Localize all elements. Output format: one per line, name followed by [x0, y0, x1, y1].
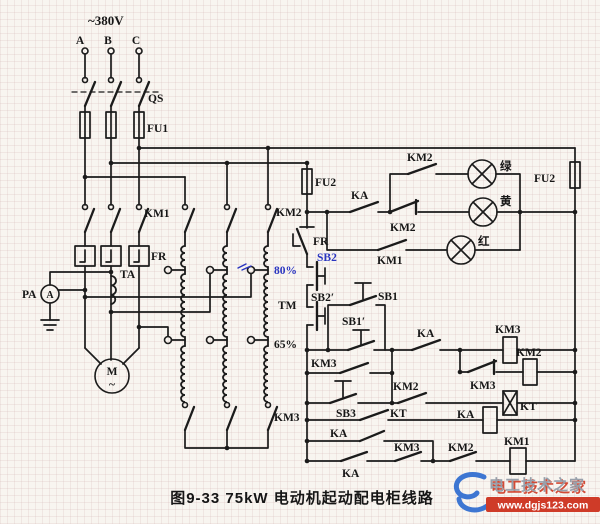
holding-row: KM3 [304, 349, 395, 404]
label-sb3: SB3 [336, 408, 356, 420]
label-tap-80: 80% [274, 265, 297, 277]
tap-65-percent: 65% [163, 335, 297, 351]
label-fr-main: FR [151, 251, 167, 263]
watermark-name: 电工技术之家 [489, 476, 585, 494]
green-lamp: 绿 [467, 159, 512, 189]
yellow-lamp: 黄 [468, 194, 512, 227]
kt-coil: KT [502, 390, 537, 416]
label-ka-start-row: KA [417, 328, 435, 340]
label-km1-coil: KM1 [504, 436, 530, 448]
label-km2-green: KM2 [407, 152, 433, 164]
label-phase-b: B [104, 35, 112, 47]
km3-coil [502, 336, 518, 364]
label-sb1-prime: SB1′ [342, 316, 365, 328]
label-km2-coil: KM2 [516, 347, 542, 359]
label-fu2-left: FU2 [315, 177, 336, 189]
label-km1-main: KM1 [144, 208, 170, 220]
km3-star-contacts: KM3 [181, 401, 300, 451]
label-km3-row7: KM3 [394, 442, 420, 454]
terminal-b [107, 47, 115, 55]
label-km3-coil: KM3 [495, 324, 521, 336]
label-motor-m: M [107, 366, 118, 378]
tap-80-percent: 80% [163, 263, 297, 277]
start-row: SB1′ SB1 KA KM3 [304, 282, 578, 364]
terminal-c [135, 47, 143, 55]
label-ka-lamp-row: KA [351, 190, 369, 202]
figure-caption: 图9-33 75kW 电动机起动配电柜线路 [170, 489, 434, 507]
tm-windings: TM [180, 232, 297, 403]
label-phase-a: A [76, 35, 85, 47]
watermark-name-shadow: 电工技术之家 [491, 478, 587, 496]
label-km3-star: KM3 [274, 412, 300, 424]
ka-contact-row: KA [304, 428, 434, 462]
red-lamp: 红 [446, 234, 490, 265]
watermark-logo-icon [453, 472, 490, 513]
label-sb2-annotation: SB2 [317, 252, 337, 264]
label-lamp-yellow: 黄 [500, 194, 512, 208]
label-lamp-green: 绿 [500, 159, 512, 173]
sb2-prime-button: SB2′ [306, 292, 334, 332]
label-tm: TM [278, 300, 297, 312]
label-ka-coil: KA [457, 409, 475, 421]
km1-coil-row: KA KM3 KM2 KM1 [304, 436, 576, 480]
label-sb2-prime: SB2′ [311, 292, 334, 304]
label-qs: QS [148, 93, 163, 105]
km1-main-contacts: KM1 [81, 203, 170, 234]
label-fu1: FU1 [147, 123, 168, 135]
label-ka-row7: KA [342, 468, 360, 480]
indicator-lamp-block: KA KM2 黄 KM2 绿 KM1 红 [304, 152, 578, 267]
km2-coil [522, 358, 538, 386]
fr-control-contact: FR [292, 226, 329, 256]
label-km2-nc-lamp: KM2 [390, 222, 416, 234]
autotransformer-branch: KM2 TM 80% 65% KM3 [163, 147, 302, 451]
km2-coil-row: KM3 KM2 [457, 347, 578, 392]
ka-coil-row: KT KA [304, 406, 578, 434]
sb1-prime-button: SB1′ [342, 316, 376, 352]
ground-symbol [40, 319, 60, 331]
pa-ammeter: PA A [22, 269, 114, 331]
label-phase-c: C [132, 35, 140, 47]
motor: M ~ [84, 347, 140, 394]
qs-switch: QS [71, 76, 163, 108]
label-km2-interlock: KM2 [393, 381, 419, 393]
ka-coil [482, 406, 498, 434]
label-km3-nc: KM3 [470, 380, 496, 392]
label-fr-control: FR [313, 236, 329, 248]
label-voltage: ~380V [88, 13, 124, 28]
label-ta: TA [120, 269, 136, 281]
watermark: 电工技术之家 电工技术之家 www.dgjs123.com [453, 472, 600, 513]
label-kt-coil: KT [520, 401, 537, 413]
terminal-a [81, 47, 89, 55]
control-circuit: FU2 FR SB2 SB2′ FU2 [292, 147, 581, 480]
main-circuit: ~380V A B C QS FU1 [22, 13, 576, 394]
sb3-button: SB3 [328, 380, 358, 420]
watermark-url: www.dgjs123.com [497, 500, 589, 512]
ta-current-transformer: TA [110, 269, 136, 305]
label-ka-row6: KA [330, 428, 348, 440]
watermark-url-bar [486, 497, 600, 512]
label-kt-contact: KT [390, 408, 407, 420]
label-pa: PA [22, 289, 37, 301]
label-lamp-red: 红 [478, 234, 490, 248]
fr-heaters: FR [74, 245, 167, 267]
km1-coil [509, 447, 527, 475]
label-motor-wave: ~ [109, 379, 115, 391]
label-tap-65: 65% [274, 339, 297, 351]
label-km1-red: KM1 [377, 255, 403, 267]
label-km2-main: KM2 [276, 207, 302, 219]
label-fu2-right: FU2 [534, 173, 555, 185]
label-sb1: SB1 [378, 291, 398, 303]
label-ammeter-a: A [46, 290, 54, 301]
sb2-button: SB2 [306, 252, 337, 292]
km2-main-contacts: KM2 [181, 203, 302, 234]
label-km2-row7: KM2 [448, 442, 474, 454]
fu1-fuse: FU1 [79, 111, 168, 139]
label-km3-holding: KM3 [311, 358, 337, 370]
kt-coil-row: SB3 KM2 KT [304, 380, 578, 420]
sb1-parallel-branch: SB1 [327, 282, 398, 351]
